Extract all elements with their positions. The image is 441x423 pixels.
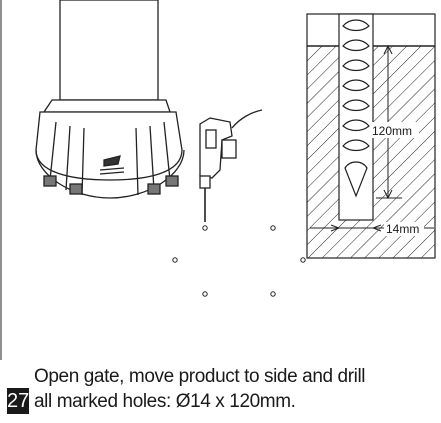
diameter-dimension-label: 14mm [386, 222, 419, 236]
hole-cross-section: 120mm 14mm [306, 13, 436, 259]
drilling-illustration: 120mm 14mm [0, 0, 436, 360]
bollard-product [35, 0, 185, 199]
instruction-line-1: Open gate, move product to side and dril… [34, 366, 366, 387]
depth-dimension-label: 120mm [372, 124, 412, 138]
step-instruction: Open gate, move product to side and dril… [34, 364, 439, 414]
drill-bit-spiral [342, 19, 370, 198]
drill-icon [199, 109, 263, 222]
step-number-badge: 27 [7, 388, 30, 414]
drill-hole-markers [172, 225, 306, 297]
instruction-line-2: all marked holes: Ø14 x 120mm. [34, 391, 296, 412]
